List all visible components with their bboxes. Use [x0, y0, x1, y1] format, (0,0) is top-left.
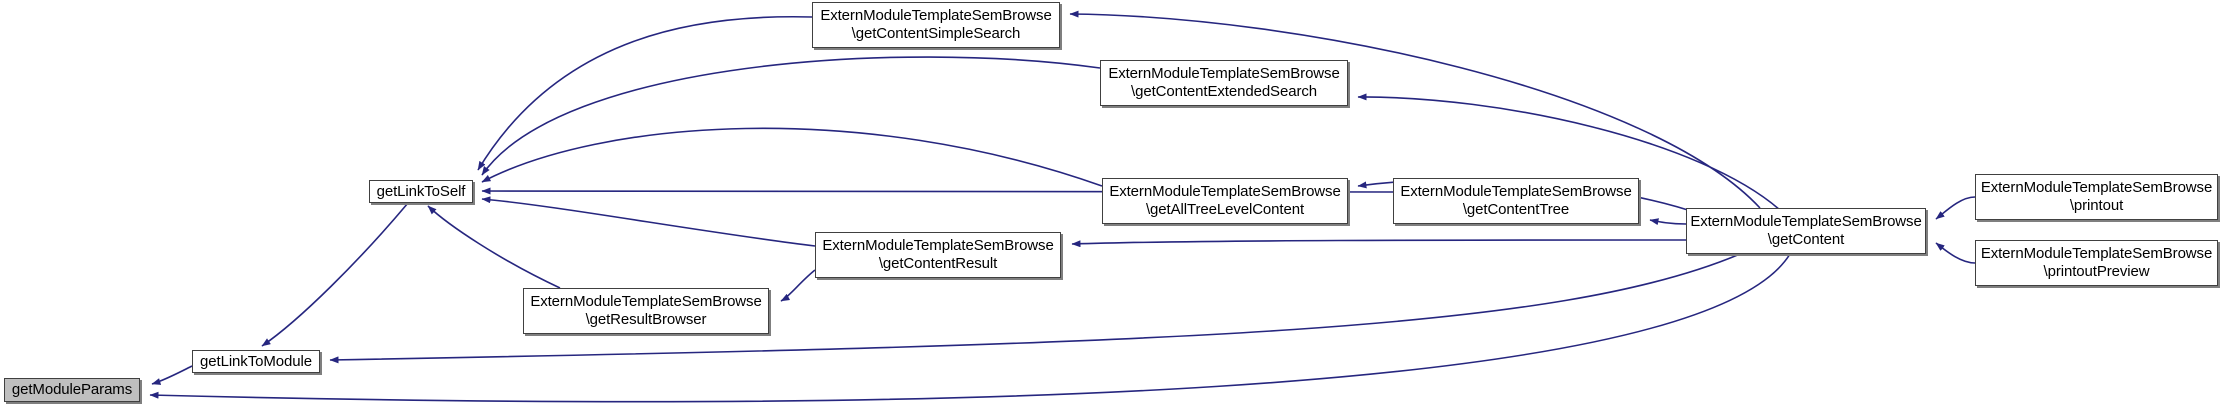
edge-getResultBrowser-to-getLinkToSelf: [427, 205, 561, 289]
node-getContentTree[interactable]: ExternModuleTemplateSemBrowse\getContent…: [1393, 178, 1639, 224]
node-label-line1: getLinkToSelf: [376, 182, 466, 200]
node-label-line1: getModuleParams: [11, 381, 133, 399]
edge-getContent-to-getContentTree: [1649, 218, 1687, 226]
edge-getContentExtendedSearch-to-getLinkToSelf: [481, 56, 1101, 176]
node-label-line1: ExternModuleTemplateSemBrowse: [530, 293, 762, 311]
node-getContentSimpleSearch[interactable]: ExternModuleTemplateSemBrowse\getContent…: [812, 2, 1060, 48]
node-label-line2: \printoutPreview: [2043, 263, 2150, 280]
node-getContentResult[interactable]: ExternModuleTemplateSemBrowse\getContent…: [815, 232, 1061, 278]
node-label-line1: ExternModuleTemplateSemBrowse: [1980, 179, 2213, 197]
node-getContentExtendedSearch[interactable]: ExternModuleTemplateSemBrowse\getContent…: [1100, 60, 1348, 106]
node-label-line1: getLinkToModule: [200, 352, 312, 370]
node-label-line2: \getContentResult: [878, 255, 998, 272]
node-label-line1: ExternModuleTemplateSemBrowse: [1980, 245, 2213, 263]
node-getModuleParams[interactable]: getModuleParams: [4, 378, 140, 402]
node-getLinkToSelf[interactable]: getLinkToSelf: [369, 180, 473, 203]
node-label-line1: ExternModuleTemplateSemBrowse: [820, 7, 1052, 25]
node-printoutPreview[interactable]: ExternModuleTemplateSemBrowse\printoutPr…: [1975, 240, 2218, 286]
node-printout[interactable]: ExternModuleTemplateSemBrowse\printout: [1975, 174, 2218, 220]
node-label-line2: \getContentSimpleSearch: [851, 25, 1021, 42]
edge-getContent-to-getContentResult: [1071, 239, 1687, 248]
edge-getLinkToModule-to-getModuleParams: [151, 365, 193, 385]
node-getResultBrowser[interactable]: ExternModuleTemplateSemBrowse\getResultB…: [523, 288, 769, 334]
edge-getContentResult-to-getLinkToSelf: [481, 196, 816, 247]
node-label-line2: \getContentTree: [1462, 201, 1570, 218]
node-label-line2: \getAllTreeLevelContent: [1145, 201, 1305, 218]
node-getAllTreeLevelContent[interactable]: ExternModuleTemplateSemBrowse\getAllTree…: [1102, 178, 1348, 224]
node-label-line1: ExternModuleTemplateSemBrowse: [822, 237, 1054, 255]
edge-getLinkToSelf-to-getLinkToModule: [261, 202, 409, 347]
node-getLinkToModule[interactable]: getLinkToModule: [192, 350, 320, 373]
edge-getContentResult-to-getResultBrowser: [780, 269, 816, 302]
node-label-line1: ExternModuleTemplateSemBrowse: [1690, 213, 1922, 231]
node-label-line1: ExternModuleTemplateSemBrowse: [1109, 183, 1341, 201]
node-label-line2: \getContentExtendedSearch: [1131, 83, 1317, 100]
node-label-line2: \getResultBrowser: [585, 311, 707, 328]
node-label-line1: ExternModuleTemplateSemBrowse: [1400, 183, 1632, 201]
node-label-line2: \printout: [2069, 197, 2124, 214]
node-getContent[interactable]: ExternModuleTemplateSemBrowse\getContent: [1686, 208, 1926, 254]
edge-getAllTreeLevelContent-to-getLinkToSelf: [481, 127, 1103, 187]
edge-printoutPreview-to-getContent: [1935, 242, 1976, 264]
node-label-line2: \getContent: [1767, 231, 1845, 248]
edge-printout-to-getContent: [1935, 196, 1976, 220]
node-label-line1: ExternModuleTemplateSemBrowse: [1108, 65, 1340, 83]
edge-getContentSimpleSearch-to-getLinkToSelf: [477, 15, 813, 171]
